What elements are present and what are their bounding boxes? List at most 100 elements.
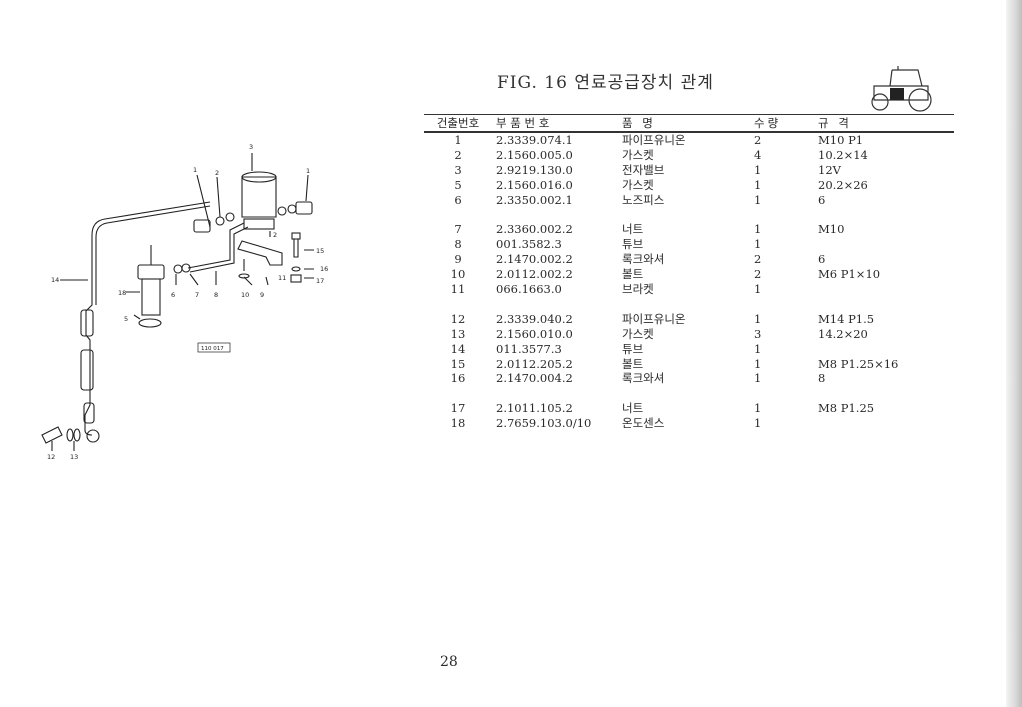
row-no: 6 — [454, 192, 462, 207]
row-part-no: 2.0112.205.2 — [496, 356, 573, 371]
row-name: 튜브 — [622, 341, 644, 356]
row-part-no: 2.1470.004.2 — [496, 371, 573, 386]
row-name: 튜브 — [622, 237, 644, 252]
row-name: 파이프유니온 — [622, 311, 686, 326]
callout-15: 15 — [316, 247, 324, 255]
callout-13: 13 — [70, 453, 78, 461]
row-part-no: 2.1560.010.0 — [496, 326, 573, 341]
row-no: 1 — [454, 133, 462, 147]
row-qty: 2 — [754, 133, 762, 147]
row-spec: M8 P1.25×16 — [818, 356, 899, 371]
row-qty: 3 — [754, 326, 762, 341]
page-number: 28 — [440, 654, 458, 670]
row-no: 13 — [450, 326, 466, 341]
row-no: 14 — [450, 341, 466, 356]
row-spec: 6 — [818, 192, 826, 207]
row-no: 9 — [454, 252, 462, 267]
row-qty: 1 — [754, 371, 762, 386]
row-no: 7 — [454, 222, 462, 237]
callout-3: 3 — [249, 143, 253, 151]
callout-14: 14 — [51, 276, 59, 284]
row-name: 록크와셔 — [622, 371, 665, 386]
table-header-row: 건출번호 부 품 번 호 품 명 수량 규 격 — [424, 114, 954, 133]
page-edge-shadow — [1006, 0, 1022, 707]
callout-6: 6 — [171, 291, 175, 299]
row-no: 8 — [454, 237, 462, 252]
callout-2b: 2 — [273, 231, 277, 239]
row-spec: M14 P1.5 — [818, 311, 875, 326]
table-spacer — [424, 386, 954, 401]
row-no: 16 — [450, 371, 466, 386]
row-no: 15 — [450, 356, 466, 371]
row-name: 가스켓 — [622, 147, 654, 162]
row-spec: 10.2×14 — [818, 147, 868, 162]
table-row: 16 2.1470.004.2 록크와셔 1 8 — [424, 371, 954, 386]
row-name: 볼트 — [622, 267, 644, 282]
callout-8: 8 — [214, 291, 218, 299]
row-name: 볼트 — [622, 356, 644, 371]
callout-7: 7 — [195, 291, 199, 299]
row-spec — [812, 416, 954, 431]
table-row: 15 2.0112.205.2 볼트 1 M8 P1.25×16 — [424, 357, 954, 372]
row-part-no: 2.1560.005.0 — [496, 147, 573, 162]
callout-12: 12 — [47, 453, 55, 461]
callout-5: 5 — [124, 315, 128, 323]
row-spec: 8 — [818, 371, 826, 386]
row-part-no: 2.1011.105.2 — [496, 401, 573, 416]
row-spec — [812, 237, 954, 252]
callout-10: 10 — [241, 291, 249, 299]
row-qty: 1 — [754, 237, 762, 252]
row-spec: M10 P1 — [818, 133, 864, 147]
row-name: 파이프유니온 — [622, 133, 686, 147]
row-part-no: 2.1560.016.0 — [496, 177, 573, 192]
row-qty: 1 — [754, 416, 762, 431]
row-no: 5 — [454, 177, 462, 192]
row-qty: 1 — [754, 192, 762, 207]
row-no: 11 — [450, 282, 466, 297]
row-part-no: 001.3582.3 — [496, 237, 562, 252]
callout-16: 16 — [320, 265, 328, 273]
figure-code-box — [197, 342, 231, 353]
row-qty: 1 — [754, 311, 762, 326]
callout-2a: 2 — [215, 169, 219, 177]
tractor-icon — [871, 66, 932, 112]
row-no: 12 — [450, 311, 466, 326]
row-name: 가스켓 — [622, 326, 654, 341]
callout-9: 9 — [260, 291, 264, 299]
row-spec — [812, 342, 954, 357]
row-no: 17 — [450, 401, 466, 416]
table-spacer — [424, 297, 954, 312]
header-spec: 규 격 — [812, 114, 954, 133]
row-spec: M10 — [818, 222, 845, 237]
row-part-no: 2.0112.002.2 — [496, 267, 573, 282]
row-qty: 1 — [754, 356, 762, 371]
row-spec: M6 P1×10 — [818, 267, 881, 282]
row-name: 너트 — [622, 222, 644, 237]
row-name: 온도센스 — [622, 416, 665, 431]
row-no: 10 — [450, 267, 466, 282]
row-name: 록크와셔 — [622, 252, 665, 267]
row-no: 3 — [454, 162, 462, 177]
row-qty: 4 — [754, 147, 762, 162]
row-spec: 20.2×26 — [818, 177, 868, 192]
row-qty: 1 — [754, 401, 762, 416]
callout-1a: 1 — [193, 166, 197, 174]
callout-17: 17 — [316, 277, 324, 285]
row-part-no: 2.3339.040.2 — [496, 311, 573, 326]
row-qty: 2 — [754, 252, 762, 267]
row-part-no: 011.3577.3 — [496, 341, 562, 356]
fuel-system-diagram: 1 2 3 1 2 15 16 11 17 14 18 6 7 8 10 9 5… — [41, 143, 328, 461]
row-spec: 12V — [818, 162, 841, 177]
callout-1b: 1 — [306, 167, 310, 175]
row-no: 18 — [450, 416, 466, 431]
row-name: 전자밸브 — [622, 162, 665, 177]
row-no: 2 — [454, 147, 462, 162]
callout-11: 11 — [278, 274, 286, 282]
table-spacer — [424, 208, 954, 223]
